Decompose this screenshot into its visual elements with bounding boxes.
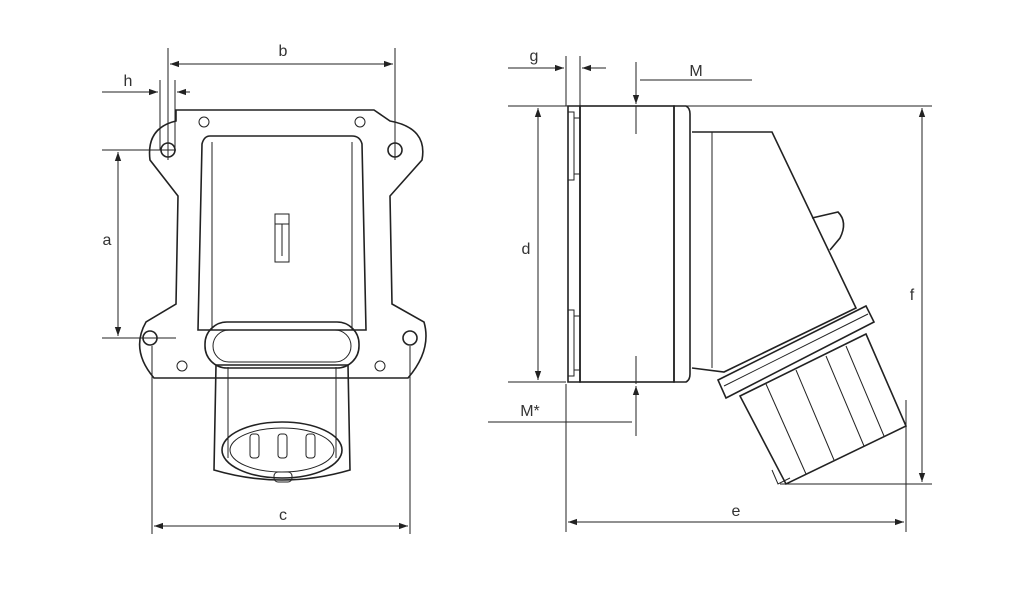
plug-rib-4 xyxy=(845,345,885,437)
dim-label-a: a xyxy=(103,232,112,249)
plug-tab xyxy=(771,469,791,485)
plug-face xyxy=(221,421,343,479)
screw-top-left xyxy=(198,116,210,128)
plug-rib-1 xyxy=(765,383,807,475)
plug-body xyxy=(213,364,351,481)
dim-label-b: b xyxy=(279,43,288,60)
earth-symbol xyxy=(274,213,290,263)
angled-body xyxy=(691,131,858,373)
mounting-flange xyxy=(138,109,427,379)
side-housing xyxy=(579,105,675,383)
front-cover xyxy=(673,105,691,383)
dim-label-c: c xyxy=(279,507,287,524)
plug-collar-inner xyxy=(212,329,352,363)
plug-rib-3 xyxy=(825,355,865,447)
dim-label-g: g xyxy=(530,48,539,65)
plug-collar xyxy=(204,321,360,369)
back-plate-tabs xyxy=(568,111,580,377)
plug-face-inner xyxy=(229,427,335,473)
front-view: b h a c xyxy=(102,43,427,534)
plug-flange-line xyxy=(723,313,869,387)
mounting-hole-bottom-right xyxy=(402,330,418,346)
dim-label-h: h xyxy=(124,73,133,90)
dim-label-m-star: M* xyxy=(520,403,540,420)
side-view: g M d M* e f xyxy=(488,48,932,532)
dim-label-m: M xyxy=(689,63,702,80)
latch-lever xyxy=(811,211,845,251)
screw-bottom-left xyxy=(176,360,188,372)
housing-outline xyxy=(197,135,367,331)
dim-label-f: f xyxy=(910,287,915,304)
plug-pins xyxy=(249,433,316,483)
plug-flange-ring xyxy=(716,304,876,400)
dim-label-d: d xyxy=(522,241,531,258)
plug-rib-2 xyxy=(795,369,835,461)
screw-top-right xyxy=(354,116,366,128)
dim-label-e: e xyxy=(732,503,741,520)
screw-bottom-right xyxy=(374,360,386,372)
